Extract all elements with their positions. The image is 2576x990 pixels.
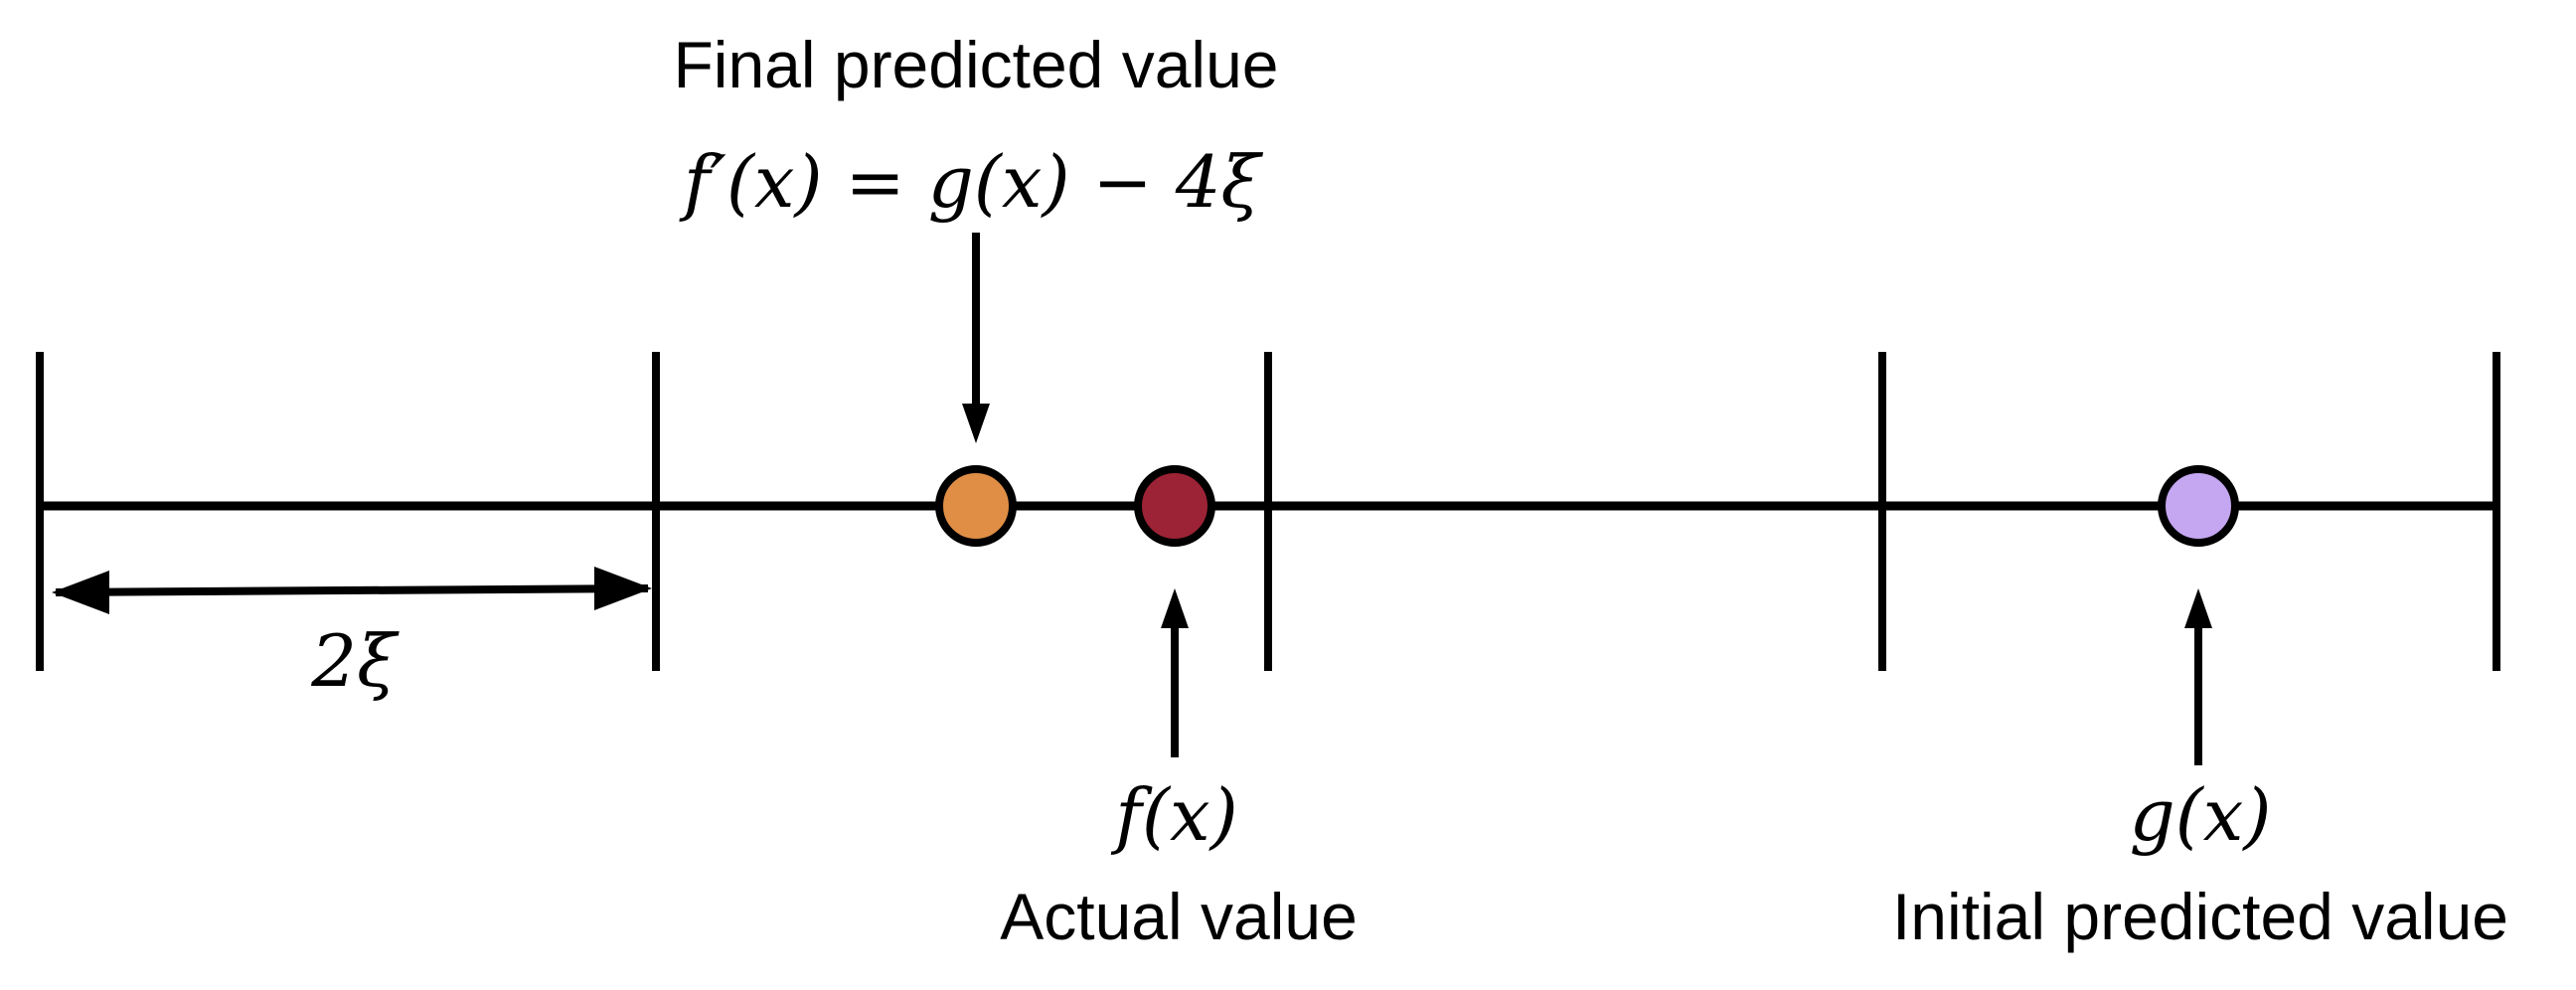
actual-formula: f(x) <box>1110 773 1237 857</box>
final-predicted-point <box>935 465 1017 547</box>
interval-arrow-right-head <box>594 567 652 610</box>
final-predicted-arrowhead <box>962 404 990 443</box>
final-predicted-title: Final predicted value <box>673 28 1278 101</box>
initial-title: Initial predicted value <box>1892 880 2508 953</box>
interval-width-label: 2ξ <box>310 619 400 703</box>
interval-arrow-left-head <box>52 571 109 614</box>
initial-predicted-arrowhead <box>2184 588 2212 628</box>
final-predicted-formula: f′(x) = g(x) − 4ξ <box>679 140 1264 224</box>
actual-title: Actual value <box>1000 880 1358 953</box>
actual-point <box>1134 465 1215 547</box>
initial-predicted-point <box>2158 465 2239 547</box>
interval-arrow <box>55 584 649 596</box>
actual-arrowhead <box>1161 588 1189 628</box>
initial-formula: g(x) <box>2130 773 2272 857</box>
